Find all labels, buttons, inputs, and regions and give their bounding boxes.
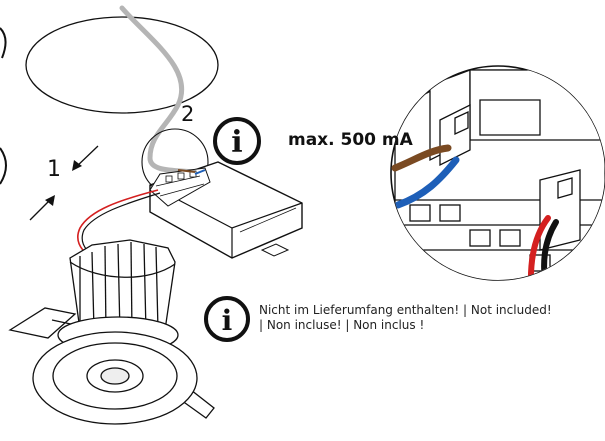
mains-cable: [119, 5, 198, 175]
not-included-note: Nicht im Lieferumfang enthalten! | Not i…: [259, 303, 552, 332]
info-icon: i: [213, 117, 261, 165]
step-1-label: 1: [47, 157, 61, 182]
svg-text:i: i: [222, 304, 233, 337]
step-2-label: 2: [181, 102, 195, 126]
recessed-downlight: [8, 239, 215, 425]
edge-shape-mid: [0, 147, 7, 185]
driver-wire-blue: [194, 169, 206, 175]
insertion-arrows: [29, 145, 99, 221]
led-driver: [149, 161, 303, 259]
edge-shape-top: [0, 27, 7, 59]
driver-wire-brown: [177, 169, 196, 173]
svg-text:i: i: [231, 125, 242, 160]
zoom-detail: [390, 65, 605, 281]
max-current-label: max. 500 mA: [288, 130, 413, 150]
ceiling-cutout: [25, 16, 219, 114]
info-icon: i: [204, 296, 250, 342]
